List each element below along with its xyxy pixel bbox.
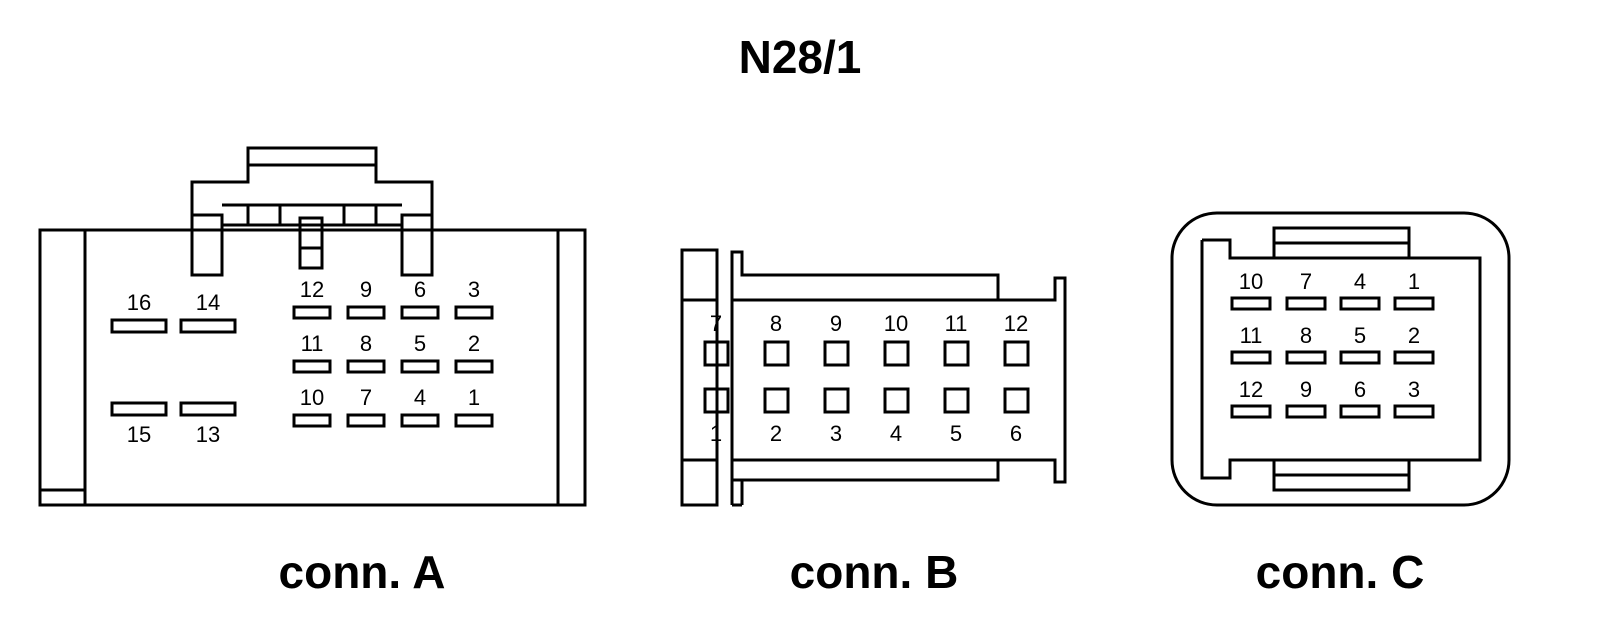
connector-a-pin	[346, 359, 386, 374]
connector-b-pin	[703, 387, 730, 414]
connector-a-pin	[400, 305, 440, 320]
connector-a-pin	[179, 318, 237, 334]
connector-b-pin	[763, 340, 790, 367]
connector-a-pins: 16 14 15 13 12 9 6 3 11 8 5 2 10 7 4 1	[110, 277, 494, 447]
connector-c-pin-label: 11	[1240, 323, 1263, 348]
connector-c-pin	[1339, 404, 1381, 419]
connector-a-pin-label: 11	[301, 331, 324, 356]
connector-a-pin-label: 13	[196, 422, 220, 447]
connector-a-pin-label: 16	[127, 290, 151, 315]
connector-b-pin	[703, 340, 730, 367]
connector-a-body	[38, 228, 587, 507]
diagram-title: N28/1	[738, 31, 862, 83]
connector-c-pin-label: 1	[1408, 269, 1420, 294]
connector-b-pin	[823, 387, 850, 414]
connector-a-label: conn. A	[278, 546, 446, 598]
connector-b-pin-label: 8	[770, 311, 782, 336]
connector-a-pin-label: 6	[414, 277, 426, 302]
connector-c-pin	[1339, 350, 1381, 365]
connector-b-pin	[763, 387, 790, 414]
connector-a-pin	[346, 305, 386, 320]
connector-b-label: conn. B	[789, 546, 959, 598]
connector-a-pin	[454, 305, 494, 320]
connector-c-body	[1170, 211, 1511, 507]
connector-c-pin-label: 9	[1300, 377, 1312, 402]
connector-c-pin	[1393, 296, 1435, 311]
connector-c-pin-label: 4	[1354, 269, 1366, 294]
connector-b-pin	[943, 387, 970, 414]
connector-c-pin-label: 6	[1354, 377, 1366, 402]
connector-b-pin	[883, 340, 910, 367]
connector-a-pin	[110, 401, 168, 417]
connector-a-pin-label: 8	[360, 331, 372, 356]
connector-a-pin-label: 7	[360, 385, 372, 410]
connector-c-pin	[1285, 350, 1327, 365]
connector-a-pin-label: 4	[414, 385, 426, 410]
connector-c-pin	[1393, 404, 1435, 419]
connector-b-pin-label: 10	[884, 311, 908, 336]
connector-a-pin-label: 5	[414, 331, 426, 356]
connector-b-pin-label: 2	[770, 421, 782, 446]
connector-b-pin-label: 9	[830, 311, 842, 336]
connector-a-pin	[110, 318, 168, 334]
connector-b-pin	[943, 340, 970, 367]
connector-a-pin	[454, 413, 494, 428]
connector-a-pin	[292, 413, 332, 428]
connector-c-pin	[1285, 404, 1327, 419]
connector-c-pin-label: 5	[1354, 323, 1366, 348]
connector-c-pin	[1230, 404, 1272, 419]
connector-b-pin-label: 7	[710, 311, 722, 336]
connector-a-pin	[454, 359, 494, 374]
connector-c-pin	[1230, 350, 1272, 365]
connector-a-pin-label: 1	[468, 385, 480, 410]
connector-a-pin-label: 2	[468, 331, 480, 356]
connector-a-pin	[292, 305, 332, 320]
connector-a-pin	[292, 359, 332, 374]
connector-c-pin	[1339, 296, 1381, 311]
connector-b-pin	[883, 387, 910, 414]
connector-b-pin	[1003, 387, 1030, 414]
connector-a-pin-label: 10	[300, 385, 324, 410]
connector-c-pin-label: 10	[1239, 269, 1263, 294]
connector-b-pin-label: 4	[890, 421, 902, 446]
connector-a-pin	[400, 359, 440, 374]
connector-c-pin	[1393, 350, 1435, 365]
connector-a-pin	[346, 413, 386, 428]
connector-c-pin-label: 2	[1408, 323, 1420, 348]
connector-a-pin	[179, 401, 237, 417]
connector-a-pin-label: 12	[300, 277, 324, 302]
connector-b-pin-label: 5	[950, 421, 962, 446]
connector-a-pin	[400, 413, 440, 428]
connector-c-pin	[1230, 296, 1272, 311]
connector-c-pin-label: 7	[1300, 269, 1312, 294]
connector-c-pin-label: 8	[1300, 323, 1312, 348]
connector-c-pin-label: 12	[1239, 377, 1263, 402]
connector-b-body	[680, 248, 1067, 507]
connector-a-pin-label: 3	[468, 277, 480, 302]
connector-c-label: conn. C	[1255, 546, 1425, 598]
connector-b-pin	[823, 340, 850, 367]
connector-a-pin-label: 9	[360, 277, 372, 302]
connector-a-pin-label: 14	[196, 290, 220, 315]
connector-a-latch	[190, 146, 434, 277]
connector-b-pin-label: 11	[945, 311, 968, 336]
connector-a-pin-label: 15	[127, 422, 151, 447]
connector-b-pin-label: 6	[1010, 421, 1022, 446]
connector-c-pin-label: 3	[1408, 377, 1420, 402]
connector-a: 16 14 15 13 12 9 6 3 11 8 5 2 10 7 4 1	[38, 146, 587, 507]
connector-c-pin	[1285, 296, 1327, 311]
connector-b-pin-label: 12	[1004, 311, 1028, 336]
connector-b-pin	[1003, 340, 1030, 367]
connector-b-pin-label: 1	[710, 421, 722, 446]
connector-b-pin-label: 3	[830, 421, 842, 446]
